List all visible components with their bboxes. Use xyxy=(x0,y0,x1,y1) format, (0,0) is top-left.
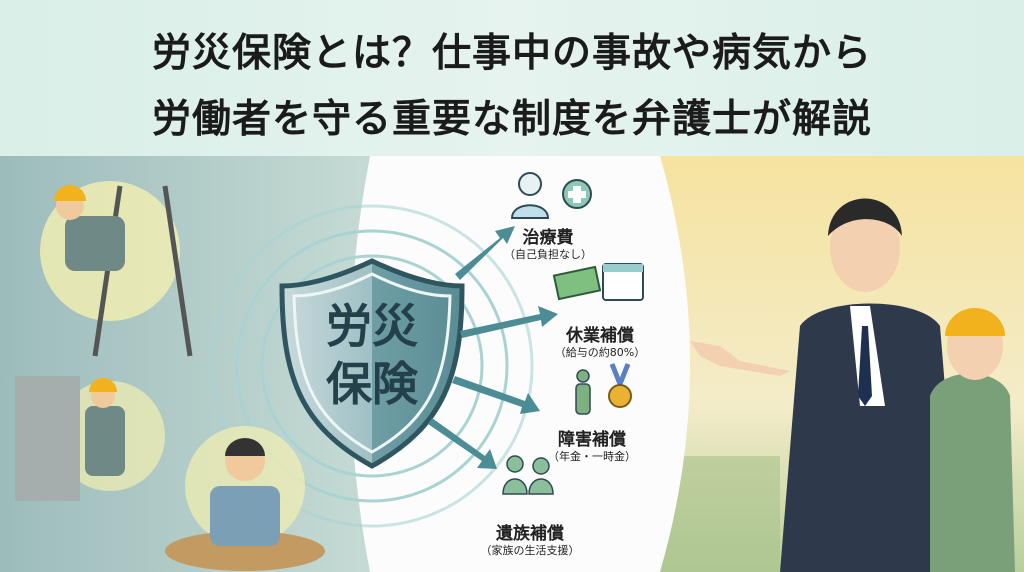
family-icon xyxy=(502,455,554,495)
title-line-1: 労災保険とは？仕事中の事故や病気から xyxy=(151,31,872,76)
title-line-2: 労働者を守る重要な制度を弁護士が解説 xyxy=(151,97,872,142)
benefit-medical: 治療費 （自己負担なし） xyxy=(504,228,592,261)
stressed-worker xyxy=(165,426,325,571)
money-calendar-icon xyxy=(552,263,644,301)
benefit-arrows xyxy=(428,226,558,469)
machine-injury-worker xyxy=(15,376,165,501)
title-banner: 労災保険とは？仕事中の事故や病気から 労働者を守る重要な制度を弁護士が解説 xyxy=(0,0,1024,156)
center-background xyxy=(350,156,690,572)
rosai-hoken-shield xyxy=(279,258,465,469)
benefit-name: 遺族補償 xyxy=(496,524,564,544)
doctor-icon xyxy=(510,172,592,219)
shield-label-line-1: 労災 xyxy=(326,299,418,353)
shield-label: 労災 保険 xyxy=(326,297,418,413)
benefit-name: 障害補償 xyxy=(558,430,626,450)
radiating-arcs xyxy=(210,204,534,528)
benefit-name: 治療費 xyxy=(522,228,574,248)
benefit-detail: （給与の約80%） xyxy=(554,346,646,359)
benefit-disability: 障害補償 （年金・一時金） xyxy=(548,430,636,463)
benefit-detail: （年金・一時金） xyxy=(548,450,636,463)
construction-worker-figure xyxy=(930,308,1015,572)
elderly-medal-icon xyxy=(575,363,632,415)
benefit-name: 休業補償 xyxy=(565,326,634,346)
benefit-survivor: 遺族補償 （家族の生活支援） xyxy=(481,524,580,557)
benefit-detail: （自己負担なし） xyxy=(504,248,592,261)
ladder-fall-worker xyxy=(40,181,193,357)
lawyer-figure xyxy=(690,198,960,572)
shield-label-line-2: 保険 xyxy=(326,357,418,411)
benefit-leave: 休業補償 （給与の約80%） xyxy=(555,326,645,359)
benefit-detail: （家族の生活支援） xyxy=(480,544,580,557)
illustration xyxy=(0,156,1024,572)
